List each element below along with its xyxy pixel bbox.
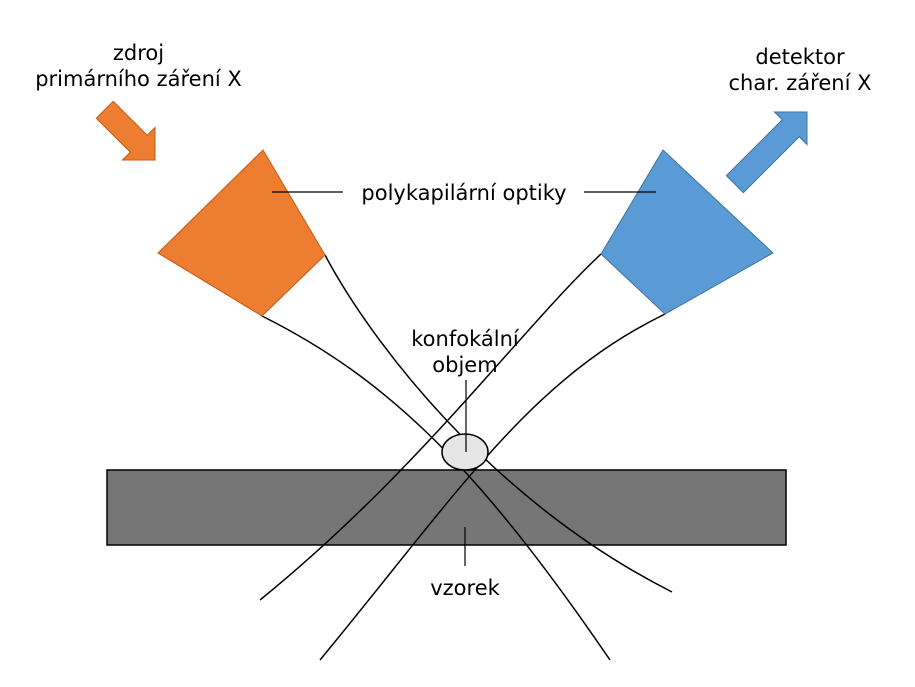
source-label-line2: primárního záření X — [35, 67, 242, 91]
source-optic-shape — [157, 149, 326, 317]
detector-beam-inner-edge — [259, 253, 602, 601]
detector-label: detektor char. záření X — [705, 44, 895, 96]
source-beam-outer-edge — [261, 315, 611, 661]
detector-label-line1: detektor — [755, 45, 845, 69]
confocal-label-line2: objem — [432, 353, 498, 377]
source-label: zdroj primárního záření X — [15, 40, 262, 92]
source-arrow-icon — [95, 100, 156, 161]
detector-arrow-icon — [725, 111, 808, 194]
detector-beam-outer-edge — [319, 313, 666, 661]
confocal-label-line1: konfokální — [411, 327, 519, 351]
beam-paths — [259, 253, 673, 661]
detector-label-line2: char. záření X — [728, 71, 872, 95]
source-label-line1: zdroj — [112, 41, 165, 65]
confocal-volume-ellipse — [441, 433, 489, 471]
confocal-label: konfokální objem — [395, 326, 535, 378]
optics-label: polykapilární optiky — [361, 181, 567, 205]
leader-lines — [272, 191, 656, 566]
sample-label: vzorek — [430, 576, 500, 600]
sample-slab — [106, 469, 787, 546]
detector-optic-shape — [600, 149, 774, 315]
